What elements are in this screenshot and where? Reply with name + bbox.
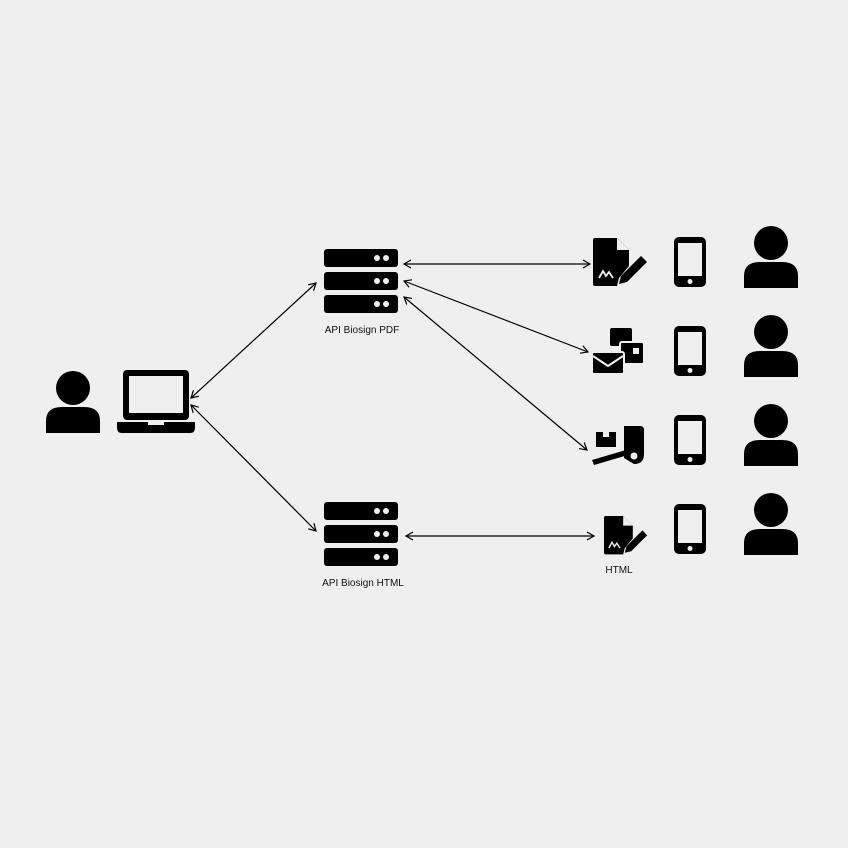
html-channel-label: HTML [605,565,633,576]
connections [190,259,596,541]
recipient-user-icon [744,315,798,377]
html-signature-icon [603,515,648,556]
laptop-icon [117,370,195,433]
dolly-delivery-icon [592,426,644,465]
recipient-user-icon [744,226,798,288]
phone-icon [674,237,706,287]
phone-icon [674,504,706,554]
server-html-icon [324,502,398,566]
arrow-laptop-html [190,404,317,532]
server-pdf-label: API Biosign PDF [325,325,399,336]
file-signature-icon [592,237,648,287]
recipient-user-icon [744,493,798,555]
server-pdf-icon [324,249,398,313]
recipient-user-icon [744,404,798,466]
arrow-laptop-pdf [190,282,317,399]
mail-bulk-icon [591,328,645,375]
arrow-pdf-mail [402,279,590,354]
sender-user-icon [46,371,100,433]
server-html-label: API Biosign HTML [322,578,404,589]
phone-icon [674,415,706,465]
phone-icon [674,326,706,376]
arrow-pdf-delivery [403,296,588,451]
